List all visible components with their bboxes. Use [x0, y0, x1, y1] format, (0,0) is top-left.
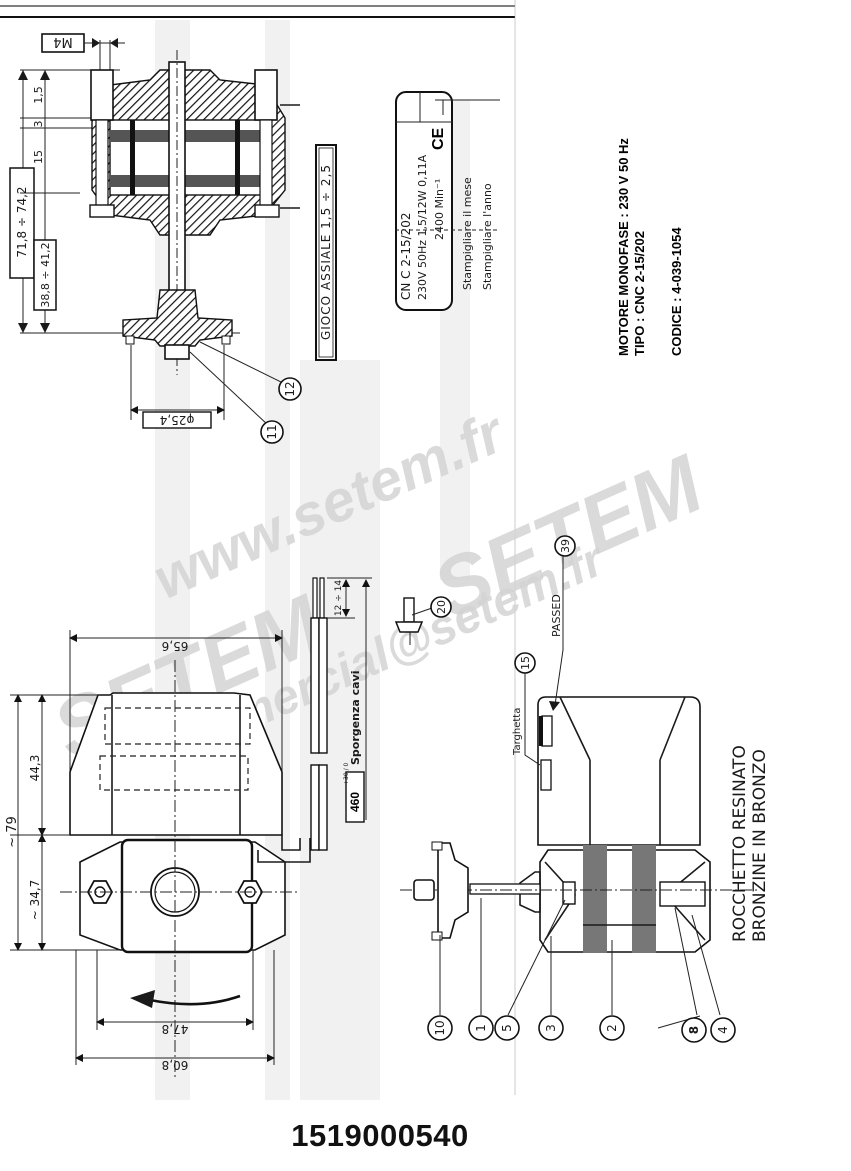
- screw-detail: 20: [394, 596, 452, 645]
- bobbin-note-line-2: BRONZINE IN BRONZO: [750, 749, 770, 942]
- targhetta-label: Targhetta: [512, 708, 523, 756]
- title-line-1: MOTORE MONOFASE : 230 V 50 Hz: [616, 138, 631, 356]
- balloon-39: 39: [559, 539, 572, 553]
- section-view: M4 71,8 ÷ 74,2 38,8 ÷ 41,2 1,5 3 15: [9, 33, 302, 444]
- nameplate-row3: 2400 Min⁻¹: [433, 179, 446, 240]
- dim-1-5: 1,5: [32, 86, 45, 104]
- balloon-4: 4: [716, 1026, 730, 1034]
- balloon-3: 3: [544, 1024, 558, 1032]
- dim-wire-strip: 12 ÷ 14: [334, 580, 344, 616]
- nameplate-row1: CN C 2-15/202: [399, 212, 413, 300]
- balloon-20: 20: [435, 600, 448, 614]
- cable-detail: 12 ÷ 14 460 +30 / 0 Sporgenza cavi: [310, 577, 372, 851]
- dim-overall-length: 71,8 ÷ 74,2: [15, 186, 29, 257]
- title-block: MOTORE MONOFASE : 230 V 50 Hz TIPO : CNC…: [616, 138, 684, 356]
- balloon-11: 11: [265, 424, 279, 439]
- axial-play-box: GIOCO ASSIALE 1,5 ÷ 2,5: [315, 144, 337, 361]
- nameplate-note-year: Stampigliare l'anno: [481, 183, 494, 290]
- scan-border: [0, 0, 516, 1095]
- nameplate-row2: 230V 50Hz 1,5/12W 0,11A: [416, 154, 429, 300]
- dim-height-79: ~ 79: [5, 816, 20, 848]
- balloon-1: 1: [474, 1024, 488, 1032]
- dim-height-34-7: ~ 34,7: [28, 880, 42, 921]
- balloon-2: 2: [605, 1024, 619, 1032]
- side-view: 39 PASSED 15 Targhetta ROCCHETTO RESINAT…: [400, 535, 770, 1043]
- balloon-5: 5: [500, 1024, 514, 1032]
- dim-width-47-8: 47,8: [162, 1022, 189, 1036]
- dim-shaft-length: 38,8 ÷ 41,2: [39, 242, 52, 307]
- dim-3: 3: [32, 121, 45, 128]
- bobbin-note-line-1: ROCCHETTO RESINATO: [730, 745, 750, 942]
- nameplate: CN C 2-15/202 230V 50Hz 1,5/12W 0,11A 24…: [395, 91, 500, 311]
- cable-length-label: Sporgenza cavi: [349, 671, 362, 765]
- balloon-8: 8: [687, 1026, 701, 1034]
- title-line-2: TIPO : CNC 2-15/202: [632, 231, 647, 356]
- end-view: 65,6 ~ 79 44,3 ~ 34,7: [5, 630, 311, 1080]
- dim-width-65-6: 65,6: [162, 639, 189, 653]
- dim-m4: M4: [53, 34, 73, 49]
- balloon-12: 12: [283, 381, 297, 396]
- dim-width-60-8: 60,8: [162, 1058, 189, 1072]
- dim-hub-diameter: φ25,4: [160, 413, 195, 427]
- balloon-10: 10: [433, 1020, 447, 1035]
- balloon-15: 15: [519, 656, 532, 670]
- dim-15: 15: [32, 150, 45, 164]
- dim-cable-tolerance: +30 / 0: [343, 763, 350, 785]
- axial-play-label: GIOCO ASSIALE 1,5 ÷ 2,5: [319, 164, 333, 340]
- dim-cable-length: 460: [348, 792, 362, 812]
- passed-label: PASSED: [550, 594, 563, 637]
- title-line-3: CODICE : 4-039-1054: [669, 227, 684, 356]
- dim-height-44-3: 44,3: [28, 755, 42, 782]
- part-number: 1519000540: [291, 1118, 469, 1153]
- nameplate-note-month: Stampigliare il mese: [461, 177, 474, 290]
- ce-mark: CE: [430, 127, 447, 150]
